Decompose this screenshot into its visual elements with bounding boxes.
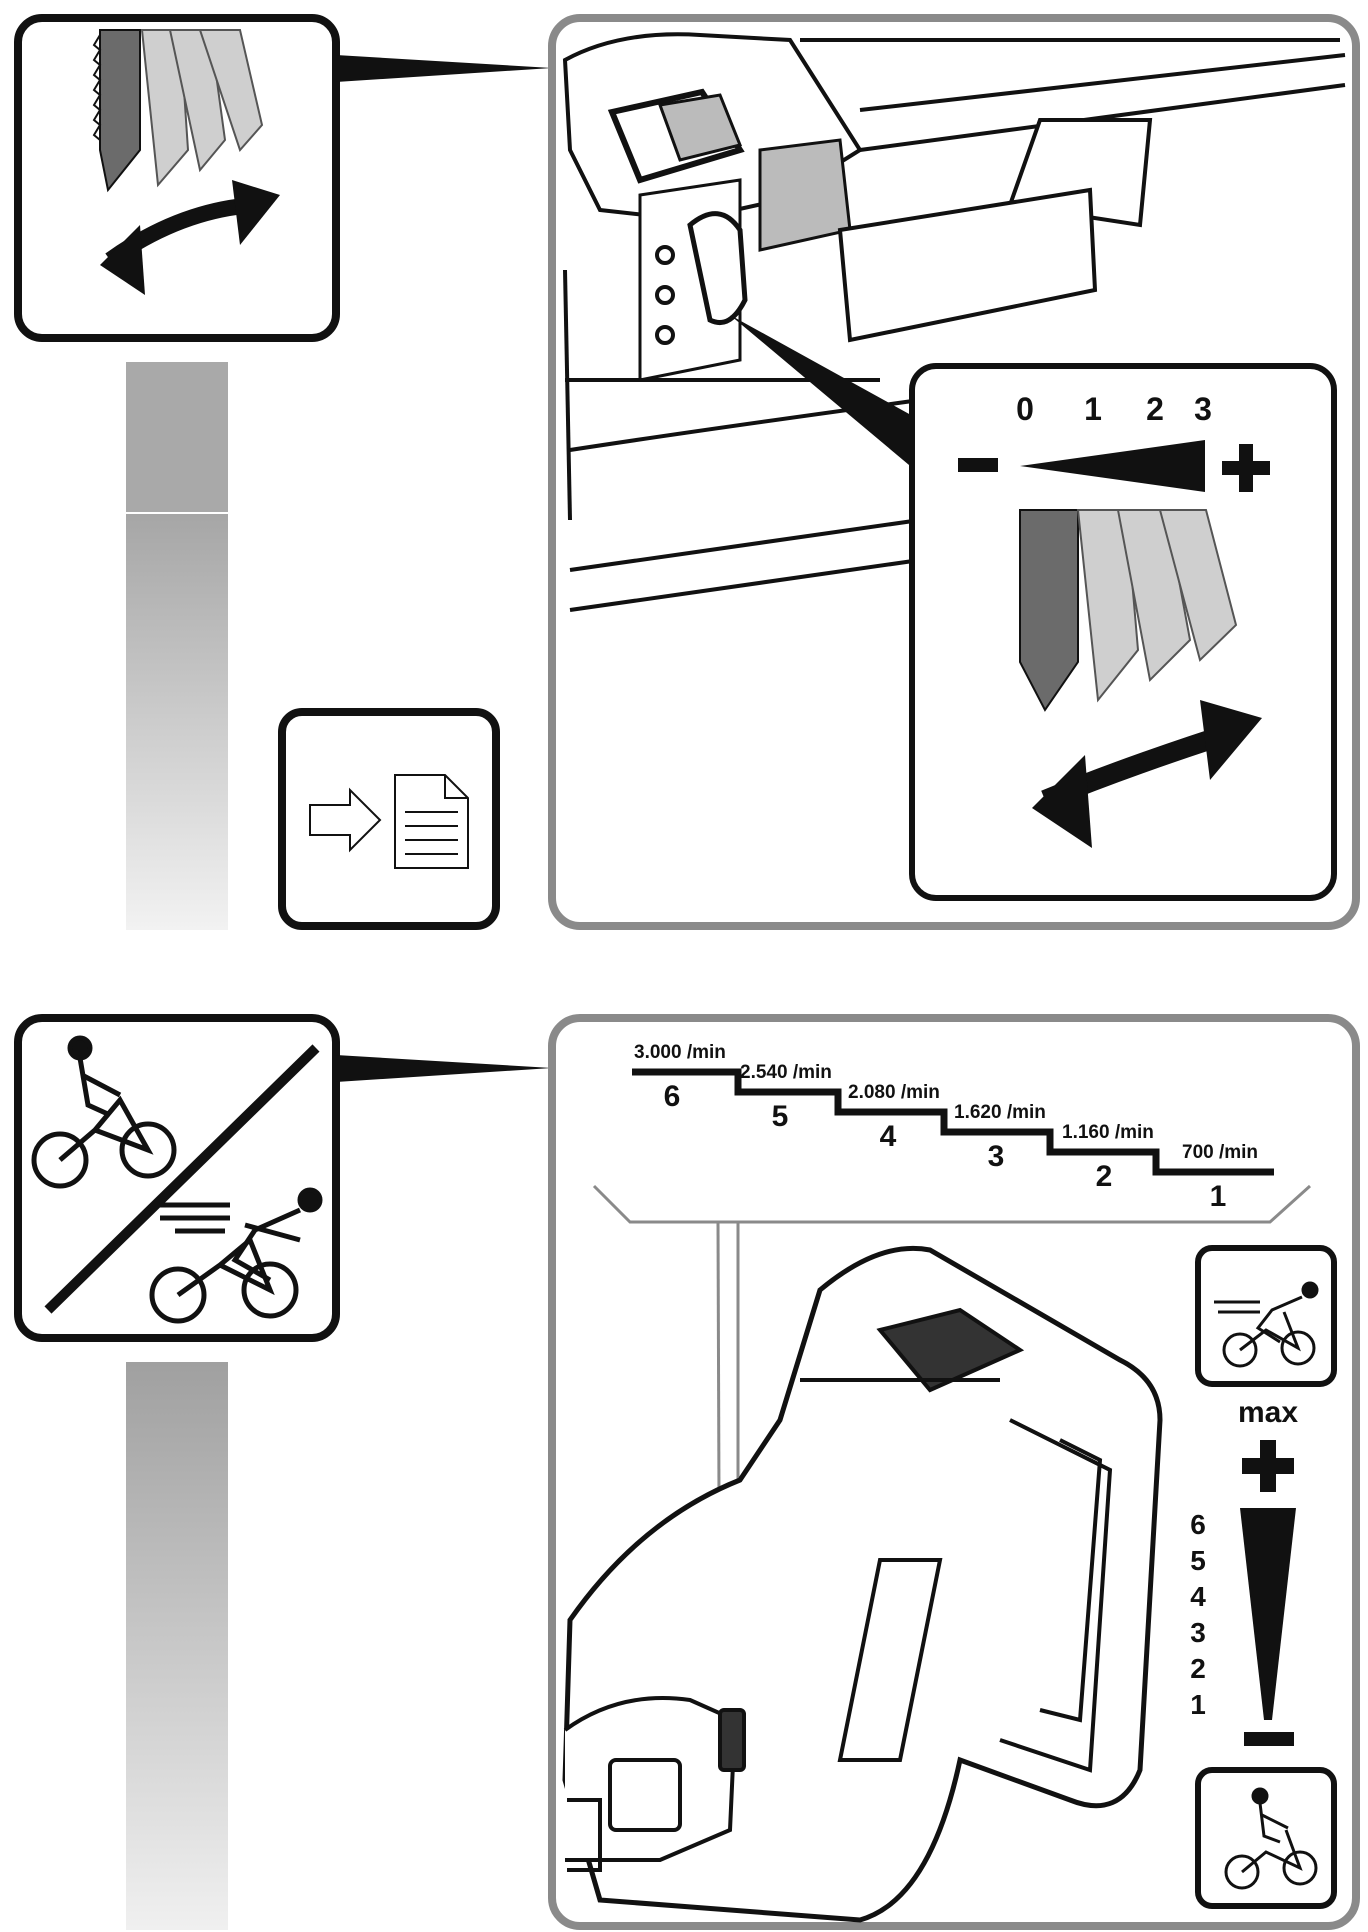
speed-rate-1: 700 /min: [1182, 1142, 1258, 1163]
plus-sign: [1242, 1440, 1294, 1492]
dial-numbers: 6 5 4 3 2 1: [1190, 1509, 1206, 1720]
speed-rate-4: 2.080 /min: [848, 1082, 940, 1103]
speed-step-3: 3: [988, 1140, 1005, 1173]
speed-rate-3: 1.620 /min: [954, 1102, 1046, 1123]
minus-sign: [958, 458, 998, 472]
speed-step-1: 1: [1210, 1180, 1227, 1213]
oscillation-panel: 0 1 2 3: [548, 14, 1360, 930]
dial-number-6: 6: [1190, 1509, 1206, 1540]
dial-number-2: 2: [1190, 1653, 1206, 1684]
scale-number-3: 3: [1194, 391, 1212, 427]
callout-pointer: [730, 315, 920, 470]
speed-panel: 3.000 /min 6 2.540 /min 5 2.080 /min 4 1…: [548, 1014, 1360, 1930]
plus-sign: [1222, 444, 1270, 492]
minus-sign: [1244, 1732, 1294, 1746]
inset-blades: [1019, 509, 1238, 712]
speed-rate-2: 1.160 /min: [1062, 1122, 1154, 1143]
callout-pointer: [336, 1055, 552, 1082]
jigsaw-rear-illustration: [562, 1245, 1163, 1923]
speed-wedge-icon: [1240, 1508, 1296, 1720]
cyclist-slow-icon: [1195, 1767, 1337, 1909]
max-label: max: [1238, 1396, 1298, 1429]
scale-number-1: 1: [1084, 391, 1102, 427]
range-bracket: [592, 1184, 1312, 1224]
dial-number-5: 5: [1190, 1545, 1206, 1576]
gradient-bar: [126, 1362, 228, 1930]
cyclist-fast-icon: [149, 1187, 323, 1324]
speed-step-6: 6: [664, 1080, 681, 1113]
scale-number-2: 2: [1146, 391, 1164, 427]
oscillation-icon: [14, 14, 340, 342]
dial-number-3: 3: [1190, 1617, 1206, 1648]
jigsaw-illustration: [562, 32, 1346, 612]
speed-step-2: 2: [1096, 1160, 1113, 1193]
oscillation-inset: 0 1 2 3: [909, 363, 1337, 901]
cyclist-slow-icon: [31, 1035, 177, 1189]
cyclist-fast-icon: [1195, 1245, 1337, 1387]
dial-number-1: 1: [1190, 1689, 1206, 1720]
speed-staircase: [632, 1068, 1274, 1176]
dial-number-4: 4: [1190, 1581, 1206, 1612]
scale-number-0: 0: [1016, 391, 1034, 427]
speed-step-labels: 3.000 /min 6 2.540 /min 5 2.080 /min 4 1…: [634, 1042, 1258, 1213]
oscillation-blades: [92, 29, 264, 193]
speed-step-5: 5: [772, 1100, 789, 1133]
speed-icon: [14, 1014, 340, 1342]
speed-rate-6: 3.000 /min: [634, 1042, 726, 1063]
gradient-bar: [126, 362, 228, 930]
callout-pointer: [336, 55, 552, 82]
increase-wedge-icon: [1020, 440, 1205, 492]
speed-step-4: 4: [880, 1120, 897, 1153]
speed-rate-5: 2.540 /min: [740, 1062, 832, 1083]
read-manual-icon: [278, 708, 500, 930]
